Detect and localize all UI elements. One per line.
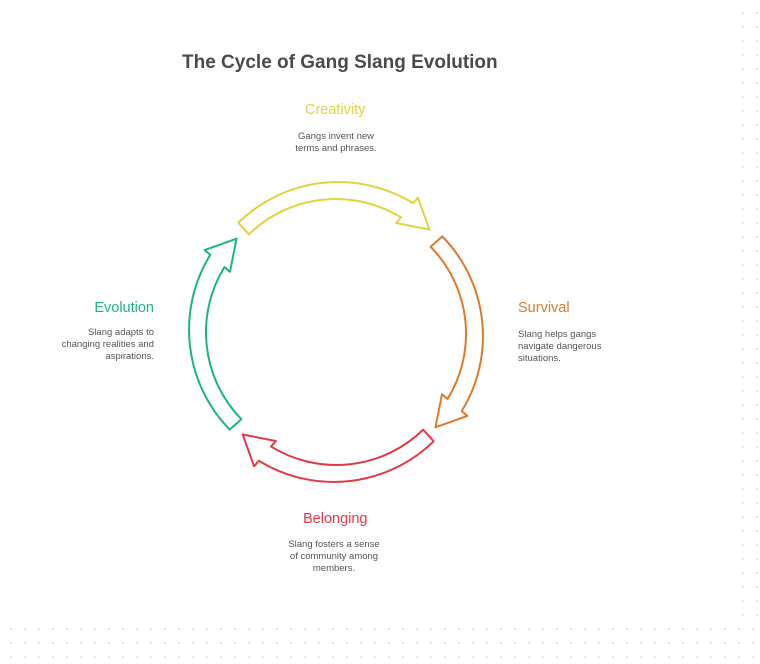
evolution-desc-line: Slang adapts to [87,327,154,338]
survival-description: Slang helps gangs navigate dangerous sit… [518,329,601,365]
survival-arrow [429,235,484,429]
evolution-label: Evolution [94,300,154,316]
survival-desc-line: navigate dangerous [518,341,602,352]
survival-desc-line: situations. [518,353,561,364]
belonging-arrow [241,428,435,483]
evolution-arrow [188,237,243,431]
belonging-label: Belonging [303,511,368,527]
creativity-label: Creativity [305,102,366,118]
creativity-desc-line: terms and phrases. [295,143,377,154]
creativity-description: Gangs invent new terms and phrases. [236,131,436,155]
survival-desc-line: Slang helps gangs [518,329,597,340]
evolution-desc-line: aspirations. [105,351,154,362]
belonging-desc-line: members. [312,563,356,574]
dot-grid-bottom [0,618,760,664]
dot-grid-right [732,0,760,620]
survival-label: Survival [518,300,570,316]
creativity-arrow [237,181,431,236]
creativity-desc-line: Gangs invent new [297,131,375,142]
diagram-title: The Cycle of Gang Slang Evolution [182,52,498,73]
belonging-desc-line: Slang fosters a sense [288,539,380,550]
evolution-description: Slang adapts to changing realities and a… [14,327,154,363]
evolution-desc-line: changing realities and [61,339,154,350]
belonging-desc-line: of community among [289,551,379,562]
belonging-description: Slang fosters a sense of community among… [234,539,434,575]
